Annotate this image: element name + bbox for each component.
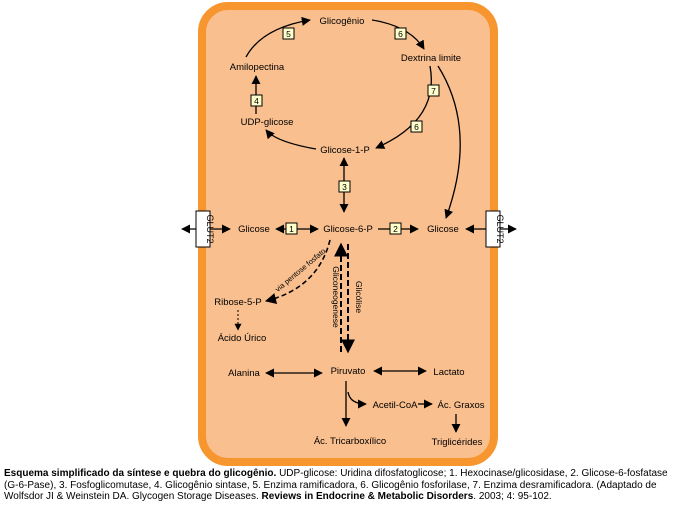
arrow-dextrina-to-glicose	[437, 65, 461, 219]
node-glicose-6-p: Glicose-6-P	[323, 224, 373, 235]
glut2-left-label: GLUT2	[205, 214, 215, 243]
svg-text:6: 6	[398, 29, 403, 39]
svg-text:2: 2	[393, 224, 398, 234]
node-ac-graxos: Ác. Graxos	[438, 400, 485, 411]
glut2-right-transporter: GLUT2	[485, 210, 505, 248]
node-ac-tricarboxilico: Ác. Tricarboxílico	[314, 436, 386, 447]
label-gliconeogenese: Gliconeogenese	[331, 266, 341, 328]
step-1-box: 1	[285, 222, 298, 235]
node-glicose-1-p: Glicose-1-P	[320, 145, 370, 156]
node-glicose-right: Glicose	[427, 224, 459, 235]
step-6b-box: 6	[410, 120, 423, 133]
node-piruvato: Piruvato	[331, 366, 366, 377]
svg-text:5: 5	[286, 29, 291, 39]
step-3-box: 3	[338, 180, 351, 193]
glut2-left-transporter: GLUT2	[195, 210, 215, 248]
svg-text:6: 6	[414, 122, 419, 132]
arrow-piruvato-acetilcoa	[347, 391, 367, 409]
svg-text:1: 1	[289, 224, 294, 234]
node-alanina: Alanina	[228, 368, 260, 379]
svg-text:7: 7	[431, 86, 436, 96]
node-trigliceridos: Triglicérides	[432, 437, 483, 448]
node-dextrina-limite: Dextrina limite	[401, 53, 461, 64]
arrow-pentose	[264, 239, 331, 304]
node-acetil-coa: Acetil-CoA	[373, 400, 419, 411]
caption-title: Esquema simplificado da síntese e quebra…	[4, 468, 277, 479]
node-lactato: Lactato	[433, 367, 464, 378]
step-2-box: 2	[389, 222, 402, 235]
figure-caption: Esquema simplificado da síntese e quebra…	[4, 468, 676, 503]
caption-text-1: UDP-glicose: Uridina difosfatoglicose; 1…	[4, 468, 668, 503]
node-udp-glicose: UDP-glicose	[241, 117, 294, 128]
node-glicogenio: Glicogênio	[320, 16, 365, 27]
node-glicose-left: Glicose	[238, 224, 270, 235]
step-6a-box: 6	[394, 27, 407, 40]
svg-text:3: 3	[342, 182, 347, 192]
step-5-box: 5	[282, 27, 295, 40]
step-7-box: 7	[427, 84, 440, 97]
caption-journal: Reviews in Endocrine & Metabolic Disorde…	[261, 491, 474, 503]
arrow-amilopectina-to-glicogenio	[245, 16, 311, 58]
node-amilopectina: Amilopectina	[230, 62, 285, 73]
node-ribose-5-p: Ribose-5-P	[214, 297, 262, 308]
caption-text-2: . 2003; 4: 95-102.	[473, 491, 552, 503]
node-acido-urico: Ácido Úrico	[218, 333, 267, 344]
label-glicolise: Glicólise	[354, 281, 364, 313]
arrow-dextrina-to-glicose1p	[375, 65, 432, 149]
step-4-box: 4	[250, 94, 263, 107]
arrow-glicose1p-to-udp	[265, 129, 317, 150]
svg-text:4: 4	[254, 96, 259, 106]
glycogen-diagram: GLUT2 GLUT2 5 6 7 6 4 3 1 2 Glicogênio D…	[181, 2, 517, 466]
glut2-right-label: GLUT2	[495, 214, 505, 243]
